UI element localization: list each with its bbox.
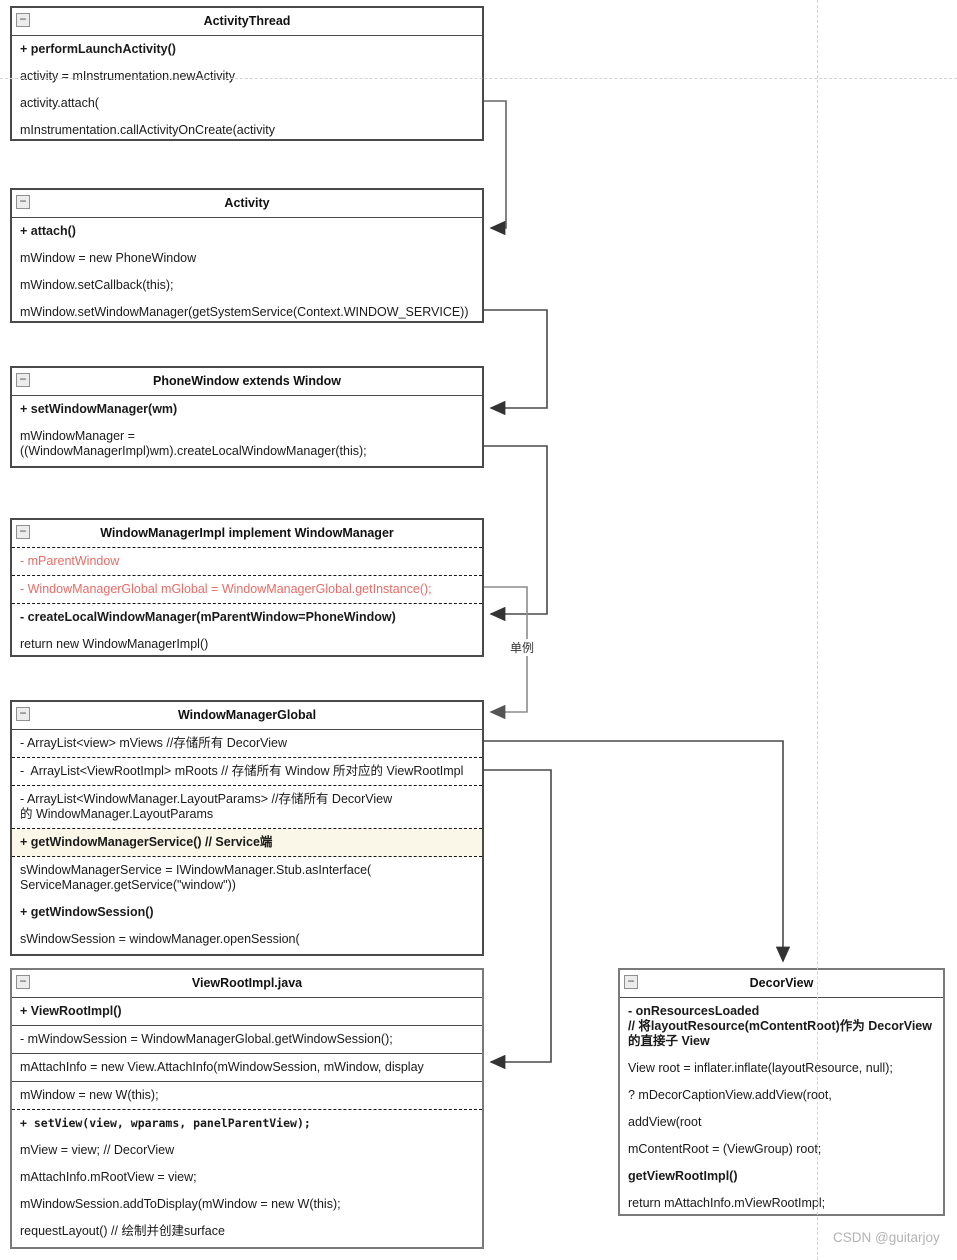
class-member-row: + getWindowSession(): [20, 905, 154, 919]
class-member-row: mContentRoot = (ViewGroup) root;: [628, 1142, 822, 1156]
class-title: ActivityThread: [203, 14, 291, 28]
class-member-row: mWindow.setWindowManager(getSystemServic…: [20, 305, 469, 319]
class-member-row: mWindow.setCallback(this);: [20, 278, 174, 292]
class-member-row: requestLayout() // 绘制并创建surface: [20, 1224, 225, 1238]
class-member-row: - createLocalWindowManager(mParentWindow…: [20, 610, 396, 624]
class-title-bar: − WindowManagerGlobal: [12, 702, 482, 730]
class-member-row: mView = view; // DecorView: [20, 1143, 175, 1157]
class-box-viewrootimpl: − ViewRootImpl.java + ViewRootImpl()- mW…: [10, 968, 484, 1249]
class-member-row: + performLaunchActivity(): [20, 42, 176, 56]
class-box-activitythread: − ActivityThread + performLaunchActivity…: [10, 6, 484, 141]
arrow-phonewindow-to-windowmanagerimpl: [484, 445, 548, 622]
class-title-bar: − ActivityThread: [12, 8, 482, 36]
collapse-icon: −: [16, 525, 30, 539]
collapse-icon: −: [16, 13, 30, 27]
class-member-row: mWindow = new PhoneWindow: [20, 251, 197, 265]
class-member-row: - mWindowSession = WindowManagerGlobal.g…: [12, 1026, 482, 1054]
class-title-bar: − DecorView: [620, 970, 943, 998]
class-title: ViewRootImpl.java: [191, 976, 303, 990]
class-member-row: + ViewRootImpl(): [12, 998, 482, 1026]
class-member-row: View root = inflater.inflate(layoutResou…: [628, 1061, 893, 1075]
class-title-bar: − Activity: [12, 190, 482, 218]
class-member-row: ? mDecorCaptionView.addView(root,: [628, 1088, 832, 1102]
arrow-windowmanagerglobal-to-viewrootimpl: [484, 769, 552, 1070]
class-title-bar: − WindowManagerImpl implement WindowMana…: [12, 520, 482, 548]
class-member-row: addView(root: [628, 1115, 702, 1129]
class-title-bar: − ViewRootImpl.java: [12, 970, 482, 998]
class-title: WindowManagerGlobal: [177, 708, 317, 722]
class-member-row: sWindowManagerService = IWindowManager.S…: [20, 863, 372, 892]
arrow-windowmanagerglobal-to-decorview: [484, 740, 791, 963]
class-member-row: mInstrumentation.callActivityOnCreate(ac…: [20, 123, 275, 137]
arrow-activity-to-phonewindow: [484, 309, 548, 416]
collapse-icon: −: [16, 195, 30, 209]
collapse-icon: −: [16, 373, 30, 387]
class-title: DecorView: [749, 976, 814, 990]
class-member-row: - ArrayList<view> mViews //存储所有 DecorVie…: [12, 730, 482, 758]
class-box-phonewindow: − PhoneWindow extends Window + setWindow…: [10, 366, 484, 468]
class-member-row: return mAttachInfo.mViewRootImpl;: [628, 1196, 826, 1210]
class-member-row: + getWindowManagerService() // Service端: [12, 829, 482, 857]
class-member-row: + setWindowManager(wm): [20, 402, 178, 416]
class-box-decorview: − DecorView - onResourcesLoaded // 将layo…: [618, 968, 945, 1216]
class-member-row: + setView(view, wparams, panelParentView…: [20, 1116, 311, 1130]
class-member-row: - ArrayList<WindowManager.LayoutParams> …: [12, 786, 482, 829]
class-member-row: getViewRootImpl(): [628, 1169, 738, 1183]
class-member-row: mWindowSession.addToDisplay(mWindow = ne…: [20, 1197, 341, 1211]
class-member-row: - mParentWindow: [12, 548, 482, 576]
csdn-watermark: CSDN @guitarjoy: [833, 1230, 940, 1245]
collapse-icon: −: [624, 975, 638, 989]
class-title: WindowManagerImpl implement WindowManage…: [100, 526, 394, 540]
class-member-row: sWindowSession = windowManager.openSessi…: [20, 932, 300, 946]
arrow-activitythread-to-activity: [484, 100, 507, 236]
class-title: PhoneWindow extends Window: [153, 374, 341, 388]
class-box-activity: − Activity + attach() mWindow = new Phone…: [10, 188, 484, 323]
class-title-bar: − PhoneWindow extends Window: [12, 368, 482, 396]
singleton-edge-label: 单例: [508, 639, 537, 656]
class-member-row: return new WindowManagerImpl(): [20, 637, 209, 651]
class-member-row: mAttachInfo = new View.AttachInfo(mWindo…: [12, 1054, 482, 1082]
class-member-row: - ArrayList<ViewRootImpl> mRoots // 存储所有…: [12, 758, 482, 786]
class-member-row: + attach(): [20, 224, 76, 238]
class-member-row: mWindow = new W(this);: [12, 1082, 482, 1110]
collapse-icon: −: [16, 975, 30, 989]
class-member-row: mAttachInfo.mRootView = view;: [20, 1170, 197, 1184]
class-member-row: mWindowManager = ((WindowManagerImpl)wm)…: [20, 429, 367, 458]
class-member-row: - onResourcesLoaded // 将layoutResource(m…: [628, 1004, 932, 1048]
class-member-row: - WindowManagerGlobal mGlobal = WindowMa…: [12, 576, 482, 604]
collapse-icon: −: [16, 707, 30, 721]
class-title: Activity: [224, 196, 270, 210]
class-member-row: activity = mInstrumentation.newActivity: [20, 69, 236, 83]
class-member-row: activity.attach(: [20, 96, 99, 110]
class-box-windowmanagerglobal: − WindowManagerGlobal - ArrayList<view> …: [10, 700, 484, 956]
class-box-windowmanagerimpl: − WindowManagerImpl implement WindowMana…: [10, 518, 484, 657]
